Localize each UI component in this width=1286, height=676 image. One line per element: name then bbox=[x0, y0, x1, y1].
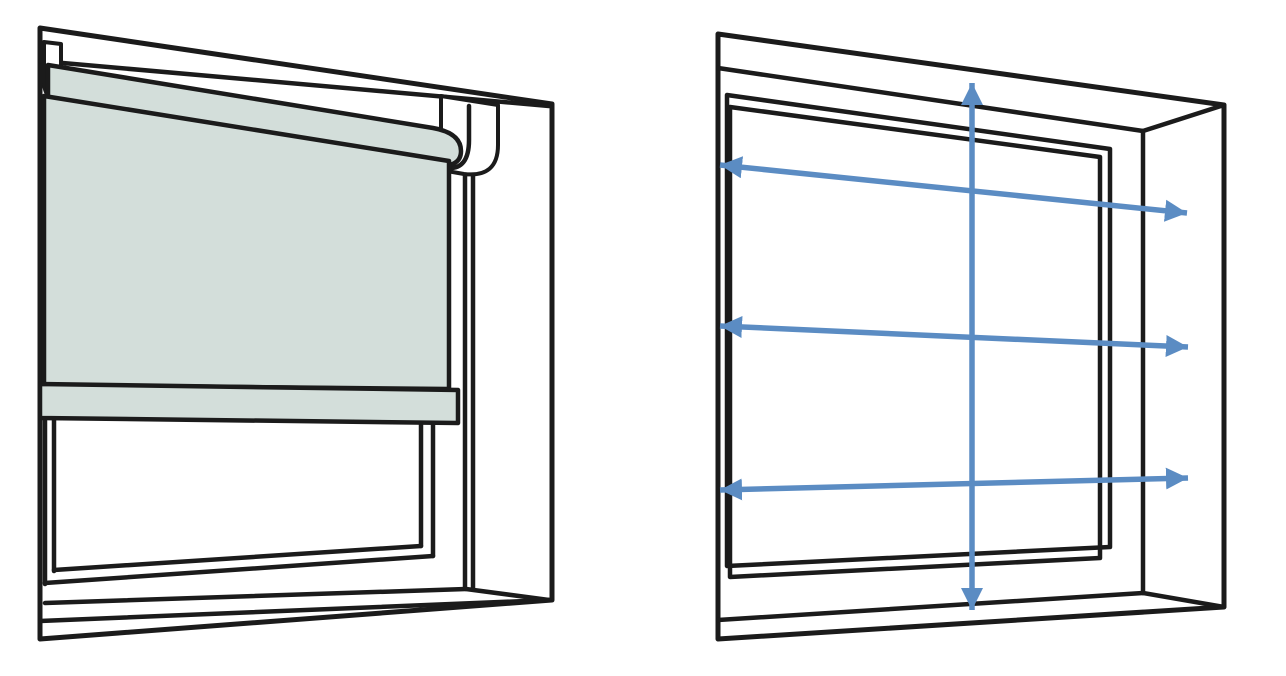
measuring-arrows bbox=[719, 83, 1189, 610]
blind-bottom-bar bbox=[37, 381, 461, 426]
sill-front-edge bbox=[37, 597, 552, 624]
sash-bottom-inner bbox=[51, 543, 424, 573]
width-bottom-arrow bbox=[719, 467, 1189, 501]
width-middle-arrow bbox=[719, 315, 1189, 358]
sash-bottom-outer bbox=[42, 553, 436, 586]
recess-top-edge bbox=[715, 65, 1146, 134]
recess-corner-bottom bbox=[1140, 590, 1227, 610]
panel-blind-installed bbox=[37, 25, 555, 642]
jamb-sill-corner bbox=[463, 586, 552, 603]
width-top-arrow bbox=[719, 156, 1188, 222]
sill-back-edge bbox=[42, 586, 469, 606]
recess-bottom-edge bbox=[715, 590, 1146, 623]
panel-blind-measuring bbox=[715, 31, 1227, 642]
recess-corner-top bbox=[1140, 102, 1227, 134]
right-bracket-slot bbox=[444, 103, 472, 171]
